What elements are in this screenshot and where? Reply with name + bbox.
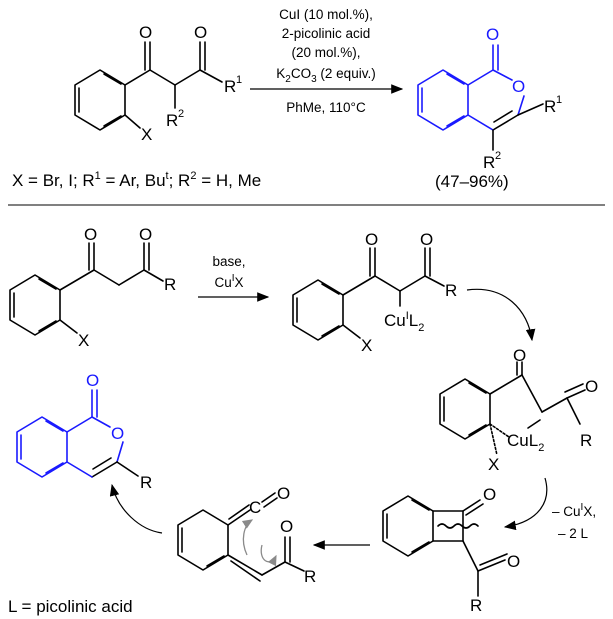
svg-text:O: O [139,23,152,42]
svg-text:PhMe, 110°C: PhMe, 110°C [286,100,366,115]
svg-text:– 2 L: – 2 L [558,526,589,541]
svg-text:O: O [507,552,520,571]
svg-text:R: R [224,77,236,96]
svg-text:O: O [483,485,496,504]
svg-text:CuIL2: CuIL2 [384,310,424,334]
step1-reagents: base, CuIX [198,254,270,302]
svg-text:O: O [486,25,499,44]
ketene-intermediate: C O O R [177,484,316,586]
svg-text:O: O [139,225,152,244]
svg-text:(20 mol.%),: (20 mol.%), [291,45,360,60]
svg-text:O: O [86,371,99,390]
svg-text:R: R [445,281,457,300]
svg-text:O: O [365,230,378,249]
svg-text:O: O [277,484,290,503]
svg-text:X: X [361,336,372,355]
copper-enolate: O CuIL2 O R X [292,230,457,355]
mech-substrate: O O R X [9,225,176,350]
svg-text:R: R [304,567,316,586]
isocoumarin-final: O O R [16,371,152,492]
svg-text:2-picolinic acid: 2-picolinic acid [282,26,371,41]
svg-text:– CuIX,: – CuIX, [552,502,596,519]
ligand-definition: L = picolinic acid [8,597,133,616]
arrow-oxidative-addition [466,288,536,342]
svg-text:O: O [194,23,207,42]
svg-text:R: R [580,431,592,450]
svg-text:base,: base, [212,254,245,269]
substituent-definition: X = Br, I; R1 = Ar, But; R2 = H, Me [12,170,261,190]
svg-text:O: O [111,424,124,443]
svg-text:X: X [78,331,89,350]
svg-text:2: 2 [495,150,501,162]
svg-text:1: 1 [556,94,562,106]
svg-text:1: 1 [236,74,242,86]
yield-range: (47–96%) [435,172,509,191]
svg-text:2: 2 [178,108,184,120]
svg-text:CuI (10 mol.%),: CuI (10 mol.%), [279,7,373,22]
copper-metallacycle: O CuL2 X O R [439,346,598,474]
svg-text:CuIX: CuIX [214,273,243,290]
svg-text:R: R [140,473,152,492]
svg-text:CuL2: CuL2 [507,431,544,454]
arrow-cyclization [109,483,163,534]
svg-text:R: R [544,97,556,116]
svg-text:R: R [164,275,176,294]
svg-text:X: X [488,455,499,474]
top-conditions: CuI (10 mol.%), 2-picolinic acid (20 mol… [250,7,404,115]
svg-text:O: O [512,77,525,96]
svg-text:R: R [166,111,178,130]
svg-text:O: O [420,230,433,249]
svg-text:X: X [141,125,152,144]
arrow-reductive-elimination [503,477,548,531]
svg-text:C: C [249,498,261,517]
svg-text:O: O [84,225,97,244]
svg-text:O: O [513,346,526,365]
benzocyclobutenone: O O R [382,485,520,615]
elimination-label: – CuIX, – 2 L [552,502,596,541]
svg-text:K2CO3 (2 equiv.): K2CO3 (2 equiv.) [276,66,375,85]
svg-text:O: O [280,517,293,536]
svg-text:R: R [483,153,495,172]
svg-text:O: O [585,377,598,396]
svg-text:R: R [470,596,482,615]
